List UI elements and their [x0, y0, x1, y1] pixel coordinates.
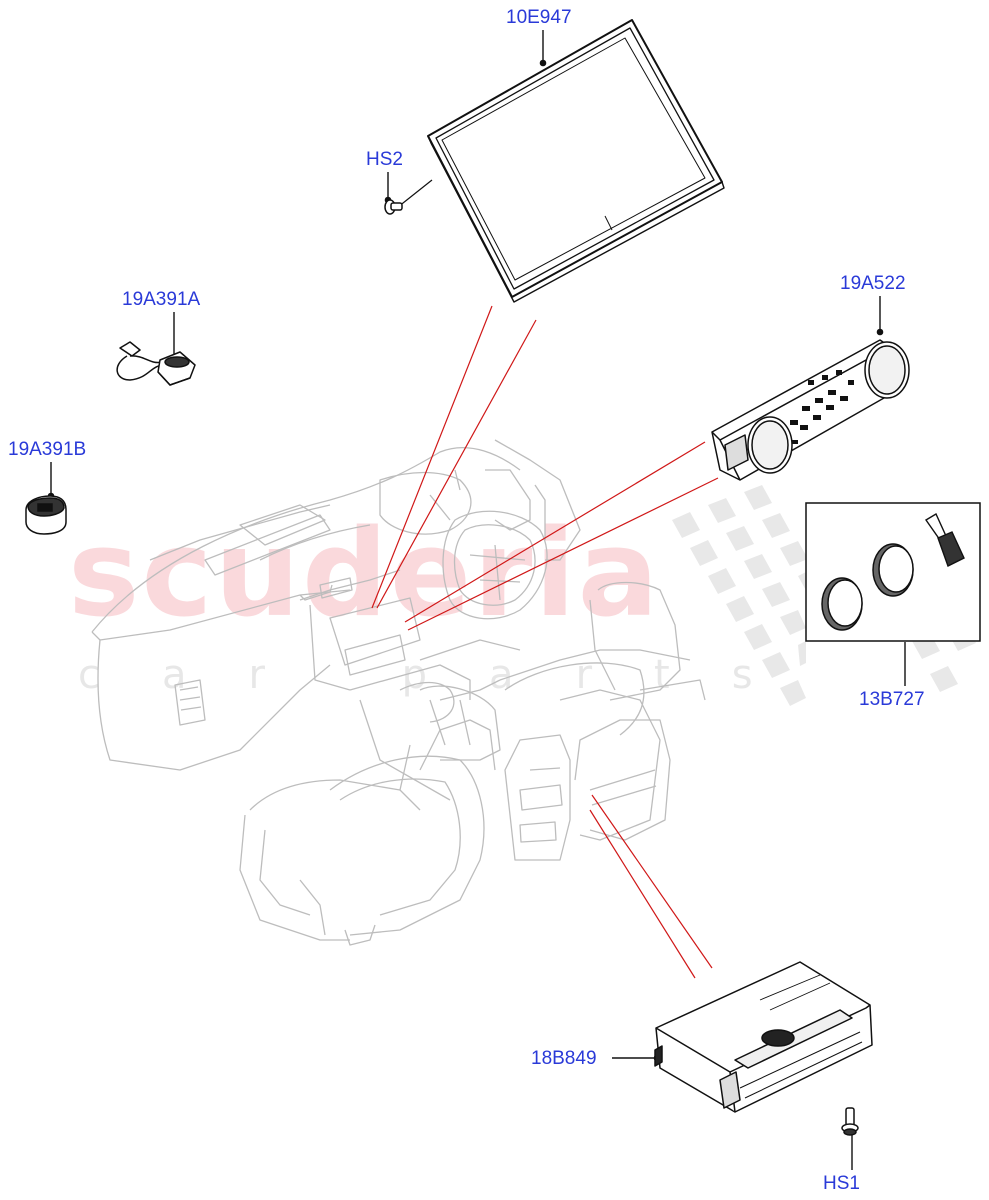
leader-line-display-b: [376, 319, 537, 609]
knobs-inset: [805, 502, 981, 642]
usb-socket-b-part: [25, 495, 67, 535]
callout-climate-panel: 19A522: [840, 273, 906, 294]
climate-panel-part: [711, 339, 910, 481]
leader-line-climate-b: [407, 477, 719, 631]
callout-screw-hs1: HS1: [823, 1173, 860, 1194]
watermark-flag: [672, 485, 976, 706]
knob-clip: [924, 512, 965, 567]
leader-lines: [371, 305, 719, 979]
callout-dot-display: [539, 59, 547, 67]
dashboard-ghost: [91, 439, 706, 946]
screw-hs1-part: [841, 1107, 859, 1136]
callout-screw-hs2: HS2: [366, 149, 403, 170]
callout-control-knobs: 13B727: [859, 689, 925, 710]
screw-hs2-part: [384, 199, 403, 215]
usb-socket-a-part: [116, 341, 196, 386]
display-screen-part: [397, 19, 725, 303]
leader-line-climate-a: [404, 441, 706, 623]
leader-line-display-a: [371, 305, 493, 609]
control-knob-right: [872, 543, 914, 597]
callout-usb-socket-a: 19A391A: [122, 289, 201, 310]
callout-display-screen: 10E947: [506, 7, 572, 28]
leader-line-amp-a: [589, 809, 696, 979]
callout-dot-climate: [876, 328, 884, 336]
callout-usb-socket-b: 19A391B: [8, 439, 87, 460]
leader-line-amp-b: [591, 794, 713, 969]
amplifier-part: [654, 961, 873, 1113]
watermark-brand: scuderia: [68, 505, 661, 644]
control-knob-left: [821, 577, 863, 631]
callout-amplifier: 18B849: [531, 1048, 597, 1069]
